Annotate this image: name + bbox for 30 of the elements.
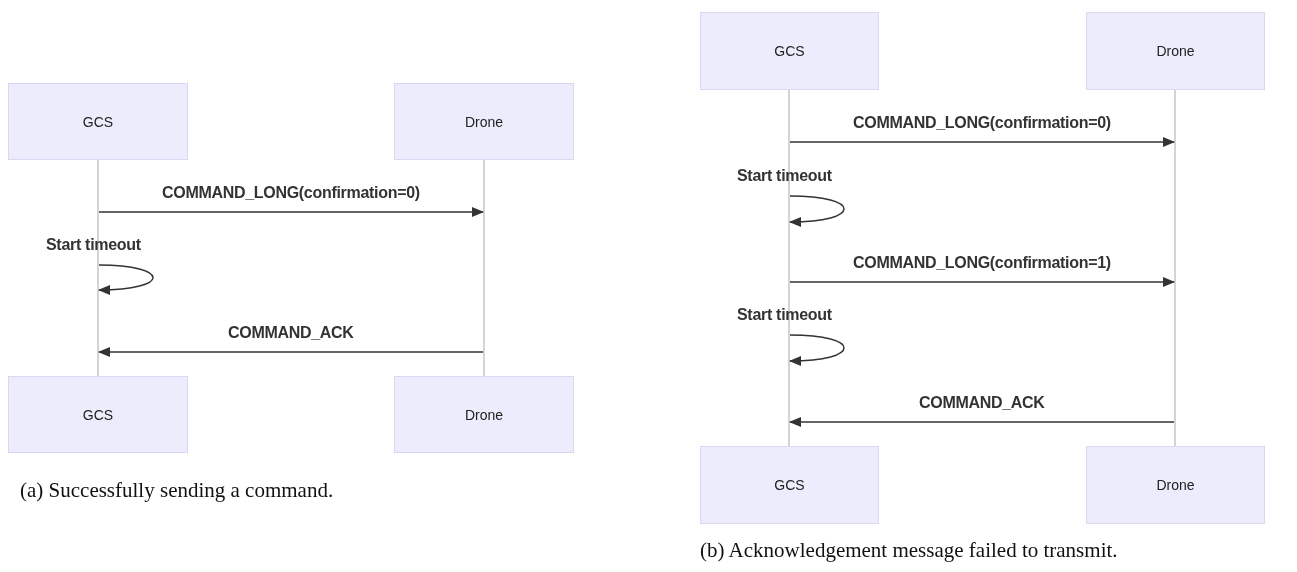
message-arrow [98, 347, 484, 357]
message-label: COMMAND_LONG(confirmation=0) [853, 114, 1111, 132]
message-label: COMMAND_LONG(confirmation=1) [853, 254, 1111, 272]
lifeline [97, 160, 99, 376]
participant-box: GCS [8, 376, 188, 453]
message-arrow [789, 137, 1175, 147]
message-label: COMMAND_ACK [228, 324, 354, 342]
self-message-arrow [789, 334, 845, 366]
message-label: COMMAND_ACK [919, 394, 1045, 412]
self-message-arrow [98, 264, 154, 295]
message-arrow [789, 277, 1175, 287]
lifeline [483, 160, 485, 376]
message-arrow [98, 207, 484, 217]
participant-box: GCS [700, 446, 879, 524]
participant-box: Drone [1086, 446, 1265, 524]
message-label: COMMAND_LONG(confirmation=0) [162, 184, 420, 202]
message-label: Start timeout [737, 167, 832, 185]
lifeline [1174, 90, 1176, 446]
figure-caption: (a) Successfully sending a command. [20, 478, 334, 503]
message-label: Start timeout [737, 306, 832, 324]
message-label: Start timeout [46, 236, 141, 254]
participant-box: GCS [8, 83, 188, 160]
message-arrow [789, 417, 1175, 427]
participant-box: Drone [1086, 12, 1265, 90]
participant-box: Drone [394, 83, 574, 160]
figure-caption: (b) Acknowledgement message failed to transmit. [700, 538, 1118, 563]
lifeline [788, 90, 790, 446]
participant-box: GCS [700, 12, 879, 90]
participant-box: Drone [394, 376, 574, 453]
self-message-arrow [789, 195, 845, 227]
